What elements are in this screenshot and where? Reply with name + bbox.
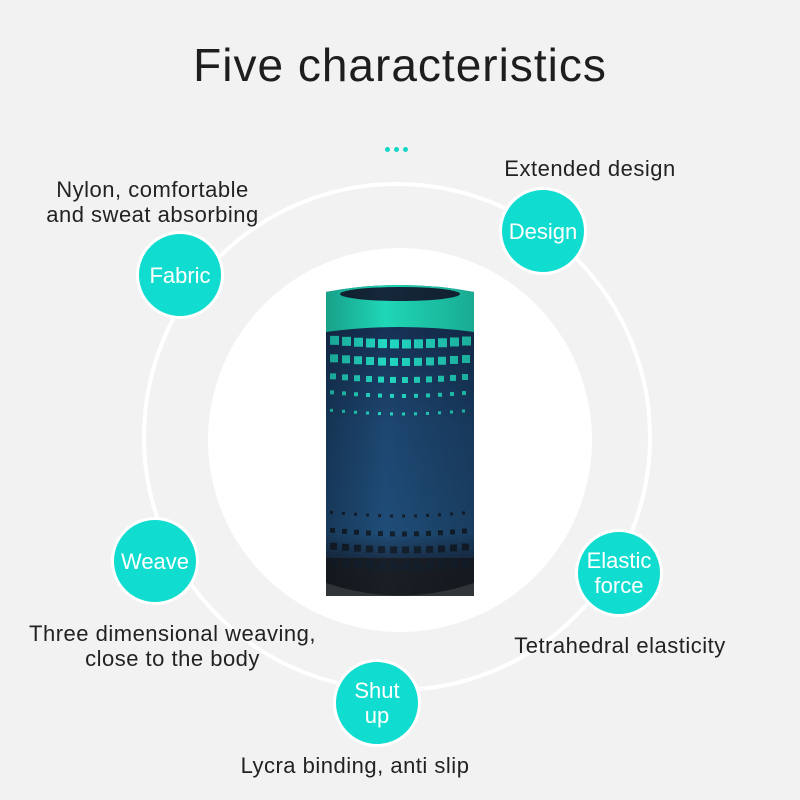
caption-line: Lycra binding, anti slip xyxy=(240,753,470,778)
caption-line: close to the body xyxy=(85,646,260,671)
compression-sleeve-image xyxy=(326,285,474,596)
badge-label-line: force xyxy=(594,573,644,598)
page-title: Five characteristics xyxy=(193,39,607,91)
decorative-dots xyxy=(385,147,408,152)
caption-line: Extended design xyxy=(504,156,676,181)
caption-design: Extended design xyxy=(480,156,700,181)
badge-label: Weave xyxy=(120,548,190,574)
badge-label-line: Shut xyxy=(354,678,400,703)
caption-line: Nylon, comfortable xyxy=(56,177,249,202)
badge-label: Fabric xyxy=(149,262,211,288)
badge-label-line: Elastic xyxy=(586,548,652,573)
caption-weave: Three dimensional weaving,close to the b… xyxy=(0,621,345,671)
caption-line: and sweat absorbing xyxy=(46,202,259,227)
caption-line: Three dimensional weaving, xyxy=(29,621,316,646)
badge-label-line: up xyxy=(364,703,390,728)
caption-line: Tetrahedral elasticity xyxy=(514,633,726,658)
caption-shut-up: Lycra binding, anti slip xyxy=(200,753,510,778)
badge-weave: Weave xyxy=(111,517,199,605)
badge-design: Design xyxy=(499,187,587,275)
badge-label: Design xyxy=(508,218,578,244)
caption-elastic-force: Tetrahedral elasticity xyxy=(480,633,760,658)
badge-fabric: Fabric xyxy=(136,231,224,319)
